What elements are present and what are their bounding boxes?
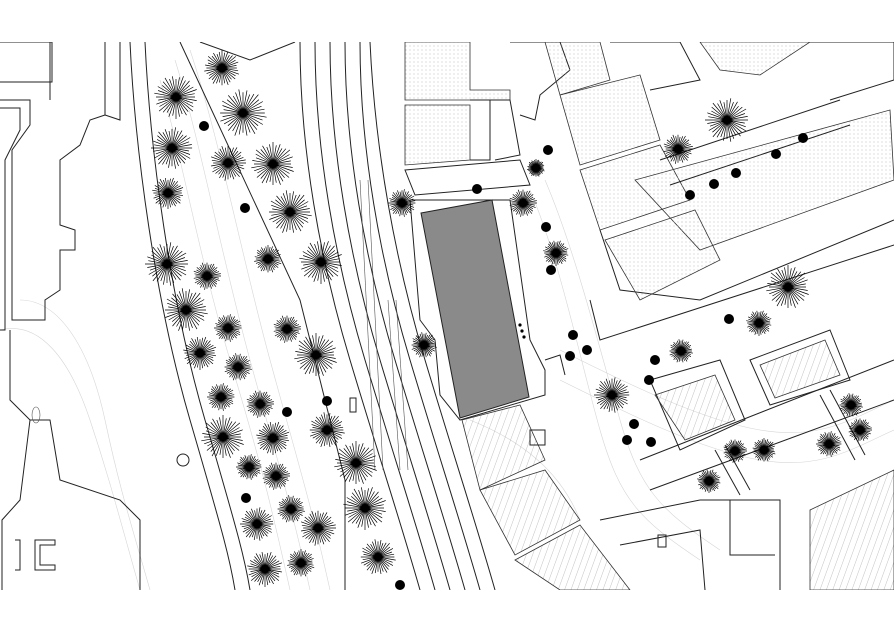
rail-and-road-corridor [129, 42, 496, 590]
small-trees [199, 121, 808, 590]
tree-canopy [207, 383, 235, 411]
tree-canopy [236, 454, 262, 480]
tree-canopy [543, 240, 569, 266]
tree-canopy [220, 89, 267, 136]
tree-canopy [204, 50, 240, 86]
tree-canopy [151, 127, 193, 169]
small-tree [685, 190, 695, 200]
tree-canopy [287, 549, 315, 577]
tree-canopy [256, 421, 290, 455]
small-tree [622, 435, 632, 445]
small-tree [629, 419, 639, 429]
tree-canopy [766, 265, 809, 308]
residential-blocks [510, 42, 894, 590]
tree-canopy [152, 177, 184, 209]
small-tree [546, 265, 556, 275]
tree-canopy [214, 314, 242, 342]
tree-canopy [299, 241, 342, 284]
tree-canopy [247, 551, 283, 587]
tree-canopy [816, 431, 842, 457]
small-tree [199, 121, 209, 131]
tree-canopy [746, 310, 772, 336]
tree-canopy [388, 189, 416, 217]
main-building [420, 199, 530, 419]
tree-canopy [669, 339, 693, 363]
tree-canopy [411, 332, 437, 358]
small-tree [644, 375, 654, 385]
small-tree [731, 168, 741, 178]
tree-canopy [254, 245, 282, 273]
small-tree [582, 345, 592, 355]
tree-canopy [246, 390, 274, 418]
small-tree [650, 355, 660, 365]
tree-canopy [251, 142, 294, 185]
tree-canopy [165, 288, 208, 331]
small-tree [543, 145, 553, 155]
tree-canopy [277, 495, 305, 523]
tree-canopy [201, 415, 244, 458]
small-tree [646, 437, 656, 447]
tree-canopy [183, 336, 217, 370]
tree-canopy [294, 333, 337, 376]
tree-canopy [752, 438, 776, 462]
upper-tree-strip [199, 42, 296, 61]
small-tree [709, 179, 719, 189]
tree-canopy [697, 469, 721, 493]
tree-canopy [210, 145, 246, 181]
tree-canopy [262, 462, 290, 490]
tree-canopy [663, 134, 693, 164]
small-tree [240, 203, 250, 213]
small-tree [565, 351, 575, 361]
small-tree [724, 314, 734, 324]
tree-canopy [240, 507, 274, 541]
small-tree [322, 396, 332, 406]
small-tree [395, 580, 405, 590]
tree-canopy [269, 190, 312, 233]
tree-canopy [848, 418, 872, 442]
tree-canopy [145, 242, 188, 286]
tree-canopy [360, 539, 396, 575]
tree-canopy [273, 315, 301, 343]
left-district-outlines [0, 42, 190, 590]
small-tree [798, 133, 808, 143]
tree-canopy [723, 439, 747, 463]
small-tree [541, 222, 551, 232]
small-tree [472, 184, 482, 194]
tree-canopy [224, 353, 252, 381]
tree-canopy [300, 510, 336, 546]
small-tree [282, 407, 292, 417]
tree-canopy [705, 98, 748, 142]
tree-canopies [145, 50, 872, 587]
small-tree [241, 493, 251, 503]
tree-canopy [527, 159, 545, 177]
small-tree [771, 149, 781, 159]
tree-canopy [839, 393, 863, 417]
tree-canopy [509, 189, 537, 217]
small-tree [568, 330, 578, 340]
tree-canopy [594, 377, 630, 413]
tree-canopy [343, 487, 386, 530]
tree-canopy [193, 262, 221, 290]
central-block [404, 42, 631, 590]
tree-canopy [154, 76, 197, 119]
tree-canopy [309, 412, 345, 448]
tree-canopy [334, 441, 377, 484]
